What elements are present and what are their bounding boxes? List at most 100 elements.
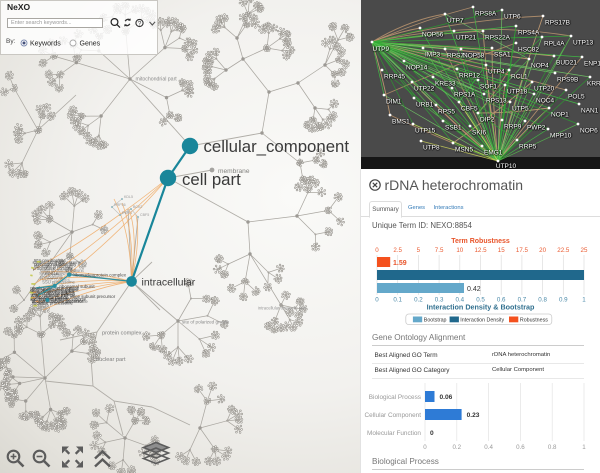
svg-text:0.4: 0.4 [455,297,464,304]
svg-text:ribosomal subunit: ribosomal subunit [59,284,95,289]
svg-text:17.5: 17.5 [516,247,529,254]
svg-text:UTP15: UTP15 [415,128,436,135]
svg-text:ribonucleoprotein complex: ribonucleoprotein complex [74,272,127,277]
svg-text:RRP45: RRP45 [384,74,405,81]
svg-text:NAN1: NAN1 [581,108,599,115]
svg-text:site of polarized growth: site of polarized growth [182,320,230,325]
svg-text:ribosomal subunit precursor: ribosomal subunit precursor [32,298,84,303]
svg-text:1: 1 [582,444,586,451]
svg-text:0.2: 0.2 [414,297,423,304]
svg-text:ENP1: ENP1 [584,61,600,68]
svg-text:Robustness: Robustness [520,318,548,324]
svg-text:PWP1: PWP1 [122,211,132,215]
svg-text:membrane: membrane [218,168,250,175]
svg-text:RRP9: RRP9 [504,124,522,131]
svg-text:Cellular Component: Cellular Component [365,412,422,419]
svg-text:0: 0 [375,247,379,254]
svg-text:large ribosomal subunit: large ribosomal subunit [32,291,76,296]
svg-text:RPS5: RPS5 [438,109,455,116]
svg-text:t-UTP complex: t-UTP complex [42,277,71,282]
svg-text:90S preribosome processome: 90S preribosome processome [32,299,89,304]
svg-text:preribosome: preribosome [40,275,64,280]
svg-text:0.8: 0.8 [548,444,557,451]
svg-text:snoRNP complex: snoRNP complex [39,270,72,275]
svg-text:UTP7: UTP7 [447,18,464,25]
svg-text:preribosome particle: preribosome particle [31,295,70,300]
svg-text:0.1: 0.1 [393,297,402,304]
svg-text:cellular_component: cellular_component [204,137,350,156]
svg-text:SOF1: SOF1 [480,84,497,91]
svg-text:0.5: 0.5 [476,297,485,304]
svg-text:mitochondrial part: mitochondrial part [136,77,178,83]
svg-text:5: 5 [417,247,421,254]
svg-text:0: 0 [375,297,379,304]
svg-text:15: 15 [498,247,505,254]
svg-text:7.5: 7.5 [435,247,444,254]
svg-text:MPP10: MPP10 [550,133,572,140]
svg-text:UTP10: UTP10 [496,163,517,169]
svg-text:PWP2: PWP2 [527,125,546,132]
svg-text:ribonuclease P complex: ribonuclease P complex [32,287,77,292]
svg-text:0.06: 0.06 [440,394,453,401]
svg-text:90S preribosome subunit: 90S preribosome subunit [32,287,79,292]
svg-text:SSB1: SSB1 [445,125,462,132]
svg-text:Interaction Density: Interaction Density [460,318,504,324]
svg-text:DIP2: DIP2 [480,117,495,124]
svg-text:UTP22: UTP22 [414,86,435,93]
svg-text:intracellular organelle part: intracellular organelle part [258,306,307,311]
svg-text:RPL4A: RPL4A [544,41,565,48]
svg-text:preribosome particle: preribosome particle [30,296,69,301]
svg-text:UTP8: UTP8 [423,145,440,152]
svg-text:Keywords: Keywords [30,41,61,48]
svg-text:SSA1: SSA1 [494,52,511,59]
svg-text:0.6: 0.6 [497,297,506,304]
svg-text:RPS17B: RPS17B [545,20,570,27]
svg-text:90S preribosome processome: 90S preribosome processome [30,297,87,302]
svg-text:ribonuclease P complex: ribonuclease P complex [30,289,75,294]
svg-text:UTP21: UTP21 [456,35,477,42]
svg-text:URB1: URB1 [416,102,434,109]
svg-text:0.6: 0.6 [516,444,525,451]
svg-text:small ribosomal subunit: small ribosomal subunit [40,268,85,273]
svg-text:small nucleolar RNP cx: small nucleolar RNP cx [32,293,76,298]
svg-text:RRP36: RRP36 [114,203,126,207]
svg-text:Interaction Density & Bootstra: Interaction Density & Bootstrap [427,303,535,312]
svg-text:KDL5: KDL5 [124,195,133,199]
svg-text:12.5: 12.5 [474,247,487,254]
svg-text:cell part: cell part [182,170,241,189]
svg-text:KRR1: KRR1 [587,81,600,88]
svg-text:RPS22A: RPS22A [485,35,511,42]
svg-text:25: 25 [581,247,588,254]
svg-text:BMS1: BMS1 [392,119,410,126]
svg-text:BCK2: BCK2 [133,205,142,209]
svg-text:UTP6: UTP6 [504,14,521,21]
svg-text:10: 10 [456,247,463,254]
svg-text:NOP4: NOP4 [531,63,549,70]
svg-text:RPS1A: RPS1A [454,92,476,99]
svg-text:Biological Process: Biological Process [369,394,421,401]
svg-text:22.5: 22.5 [557,247,570,254]
svg-text:NOP1: NOP1 [551,112,569,119]
svg-text:1: 1 [582,297,586,304]
svg-text:Term Robustness: Term Robustness [451,238,510,245]
svg-text:0.8: 0.8 [538,297,547,304]
svg-text:small nucleolar RNP cx: small nucleolar RNP cx [30,293,74,298]
svg-text:EMG1: EMG1 [484,150,503,157]
svg-text:20: 20 [539,247,546,254]
svg-text:Genes: Genes [80,41,101,48]
svg-text:Molecular Function: Molecular Function [367,430,421,437]
svg-text:0.2: 0.2 [452,444,461,451]
svg-text:DIM1: DIM1 [386,99,402,106]
svg-text:HSC82: HSC82 [518,47,539,54]
svg-text:CBF5: CBF5 [140,213,149,217]
svg-text:preribosome assembly: preribosome assembly [34,262,77,267]
svg-text:CBF5: CBF5 [461,106,478,113]
svg-text:Bootstrap: Bootstrap [424,318,447,324]
svg-text:1.59: 1.59 [393,260,407,267]
svg-text:2.5: 2.5 [393,247,402,254]
svg-text:MSN5: MSN5 [455,147,473,154]
svg-text:RPS9B: RPS9B [557,77,578,84]
svg-text:preribosome large subunit: preribosome large subunit [30,286,79,291]
svg-text:RPS1A: RPS1A [45,271,58,276]
svg-text:UTP9: UTP9 [373,46,390,53]
